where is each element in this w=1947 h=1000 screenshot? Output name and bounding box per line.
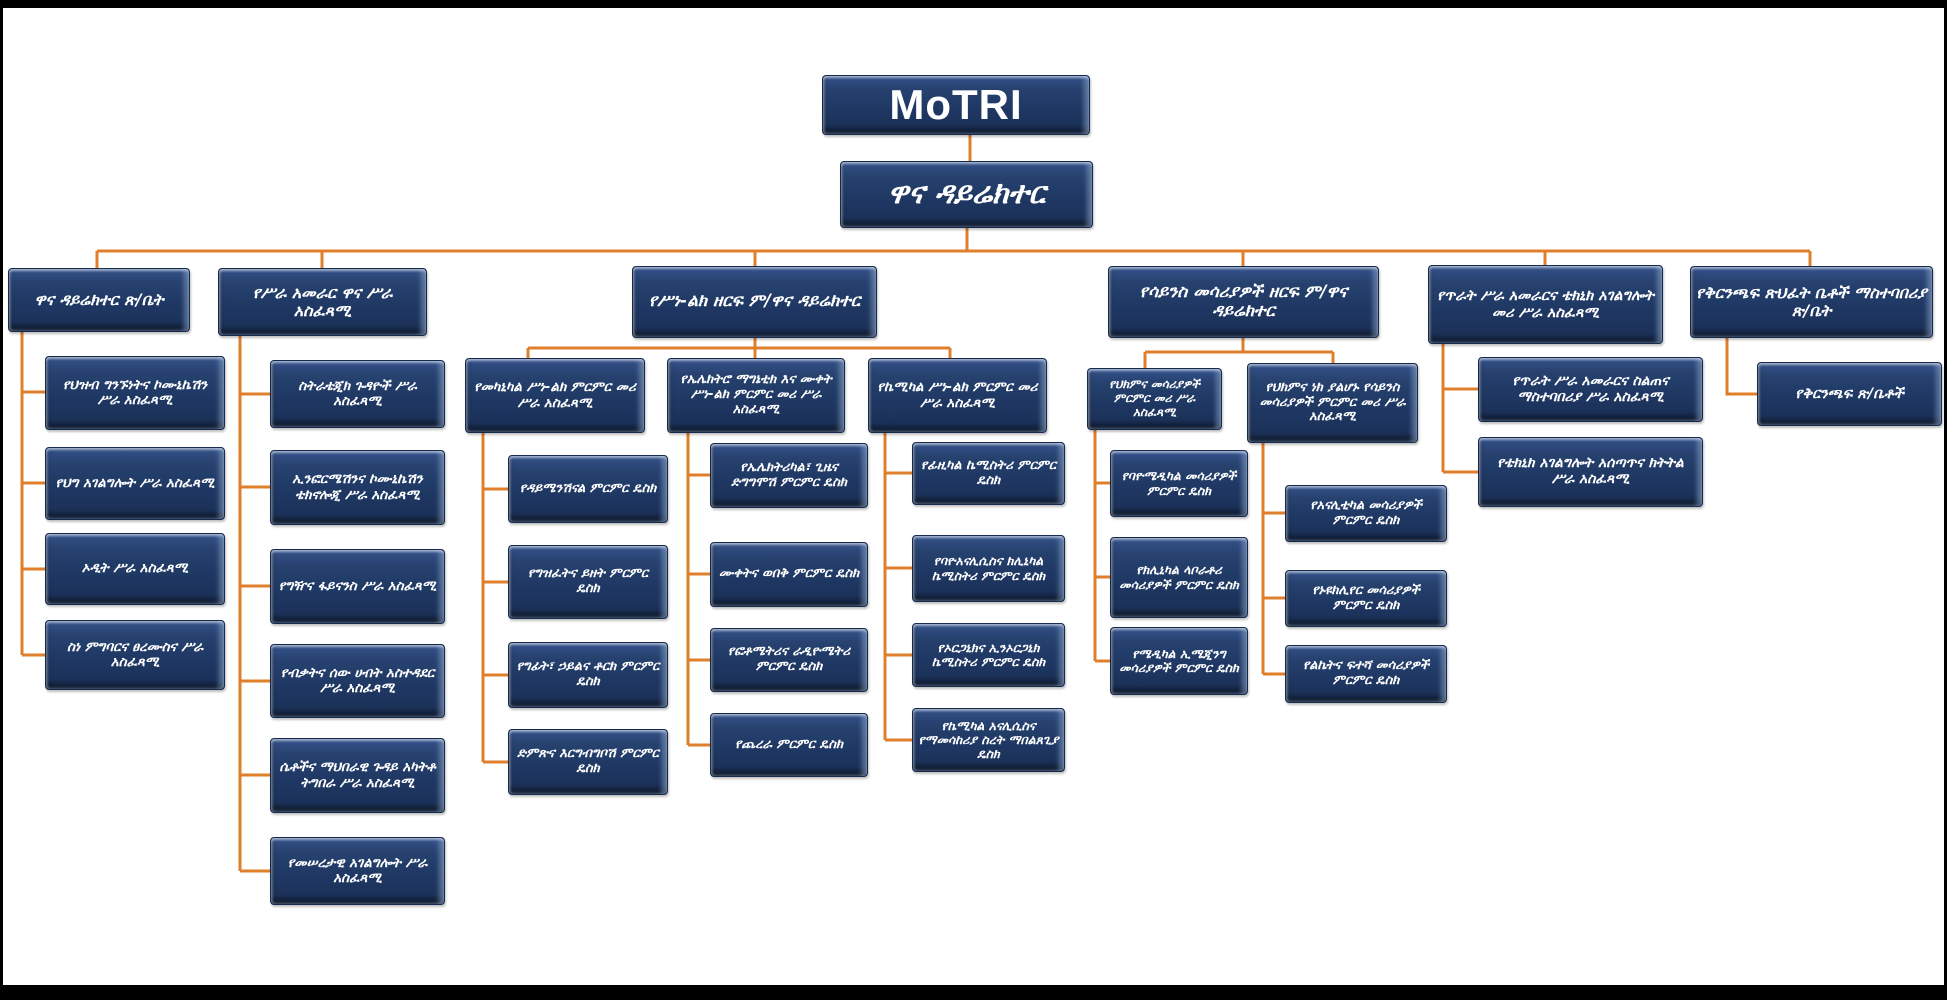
org-box-chemical-metrology: የኬሚካል ሥነ-ልክ ምርምር መሪ ሥራ አስፈጻሚ [868,358,1047,433]
org-box-metrology-sector: የሥነ-ልክ ዘርፍ ም/ዋና ዳይሬክተር [632,266,877,338]
org-box-organic-inorganic-chemistry-desk: የኦርጋኒክና ኢንኦርጋኒክ ኬሚስትሪ ምርምር ዴስክ [912,623,1065,687]
org-box-bioanalysis-clinical-chemistry-desk: የባዮአናሊሲስና ክሊኒካል ኬሚስትሪ ምርምር ዴስክ [912,535,1065,602]
org-box-electrical-time-frequency-desk: የኤሌክትሪካል፣ ጊዜና ድግግሞሽ ምርምር ዴስክ [710,443,868,508]
org-box-temperature-humidity-desk: ሙቀትና ወበቅ ምርምር ዴስክ [710,542,868,607]
org-box-procurement-finance: የግዥና ፋይናንስ ሥራ አስፈጻሚ [270,549,445,624]
org-box-photometry-radiometry-desk: የፎቶሜትሪና ራዲዮሜትሪ ምርምር ዴስክ [710,628,868,692]
org-box-physical-chemistry-desk: የፊዚካል ኬሚስትሪ ምርምር ዴስክ [912,442,1065,505]
org-box-ict: ኢንፎርሜሽንና ኮሙኒኬሽን ቴክኖሎጂ ሥራ አስፈጻሚ [270,450,445,525]
org-box-pressure-force-torque-desk: የግፊት፣ ኃይልና ቶርክ ምርምር ዴስክ [508,642,668,708]
org-box-technical-service-monitoring: የቴክኒክ አገልግሎት አሰጣጥና ክትትል ሥራ አስፈጻሚ [1478,437,1703,507]
org-box-mass-volume-desk: የግዝፈትና ይዘት ምርምር ዴስክ [508,545,668,619]
org-box-non-medical-instruments-research: የህክምና ነክ ያልሆኑ የሳይንስ መሳሪያዎች ምርምር መሪ ሥራ አስ… [1247,363,1418,443]
org-box-basic-services: የመሠረታዊ አገልግሎት ሥራ አስፈጻሚ [270,837,445,905]
org-box-women-social-inclusion: ሴቶችና ማህበራዊ ጉዳይ አካትቶ ትግበራ ሥራ አስፈጻሚ [270,738,445,813]
org-box-dimensional-desk: የዳይሜንሽናል ምርምር ዴስክ [508,455,668,523]
org-box-director: ዋና ዳይሬክተር [840,161,1093,228]
org-box-quality-training-coordination: የጥራት ሥራ አመራርና ስልጠና ማስተባበሪያ ሥራ አስፈጻሚ [1478,357,1703,422]
org-box-management-executive: የሥራ አመራር ዋና ሥራ አስፈጻሚ [218,268,427,336]
org-box-chemical-analysis-reference-desk: የኬሚካል አናሊሲስና የማመሳከሪያ ስረት ማበልጸጊያ ዴስክ [912,708,1065,772]
org-box-ethics-anticorruption: ስነ ምግባርና ፀረሙስና ሥራ አስፈጻሚ [45,620,225,690]
org-box-biomedical-instruments-desk: የባዮሜዲካል መሳሪያዎች ምርምር ዴስክ [1110,450,1248,517]
org-box-acoustics-vibration-desk: ድምጽና እርግብግቦሽ ምርምር ዴስክ [508,729,668,795]
org-box-director-office: ዋና ዳይሬክተር ጽ/ቤት [8,268,190,332]
org-box-medical-instruments-research: የህክምና መሳሪያዎች ምርምር መሪ ሥራ አስፈጻሚ [1087,368,1222,430]
org-box-clinical-laboratory-instruments-desk: የክሊኒካል ላቦራቶሪ መሳሪያዎች ምርምር ዴስክ [1110,537,1248,618]
org-box-branch-offices-coordination: የቅርንጫፍ ጽህፈት ቤቶች ማስተባበሪያ ጽ/ቤት [1690,266,1933,338]
org-box-public-relations: የህዝብ ግንኙነትና ኮሙኒኬሽን ሥራ አስፈጻሚ [45,356,225,430]
org-box-radiation-desk: የጨረራ ምርምር ዴስክ [710,713,868,777]
org-box-medical-imaging-instruments-desk: የሜዲካል ኢሜጂንግ መሳሪያዎች ምርምር ዴስክ [1110,627,1248,695]
org-box-competence-hr: የብቃትና ሰው ሀብት አስተዳደር ሥራ አስፈጻሚ [270,644,445,718]
org-box-legal-service: የህግ አገልግሎት ሥራ አስፈጻሚ [45,447,225,520]
org-box-mechanical-metrology: የመካኒካል ሥነ-ልክ ምርምር መሪ ሥራ አስፈጻሚ [465,358,645,433]
org-box-electromagnetic-thermal-metrology: የኤሌክትሮ ማግኔቲክ እና ሙቀት ሥነ-ልክ ምርምር መሪ ሥራ አስፈ… [667,358,845,433]
org-box-strategic-affairs: ስትራቴጂክ ጉዳዮች ሥራ አስፈጻሚ [270,360,445,428]
org-box-audit: ኦዲት ሥራ አስፈጻሚ [45,533,225,605]
org-box-analytical-instruments-desk: የአናሊቲካል መሳሪያዎች ምርምር ዴስክ [1285,485,1447,542]
org-box-quality-technical-services: የጥራት ሥራ አመራርና ቴክኒክ አገልግሎት መሪ ሥራ አስፈጻሚ [1428,265,1663,344]
org-box-nuclear-instruments-desk: የኑዩክሊየር መሳሪያዎች ምርምር ዴስክ [1285,570,1447,627]
org-box-measurement-inspection-instruments-desk: የልኬትና ፍተሻ መሳሪያዎች ምርምር ዴስክ [1285,645,1447,703]
org-box-motri: MoTRI [822,75,1090,135]
org-box-scientific-instruments-sector: የሳይንስ መሳሪያዎች ዘርፍ ም/ዋና ዳይሬክተር [1108,266,1379,338]
org-box-branch-offices: የቅርንጫፍ ጽ/ቤቶች [1757,362,1942,426]
